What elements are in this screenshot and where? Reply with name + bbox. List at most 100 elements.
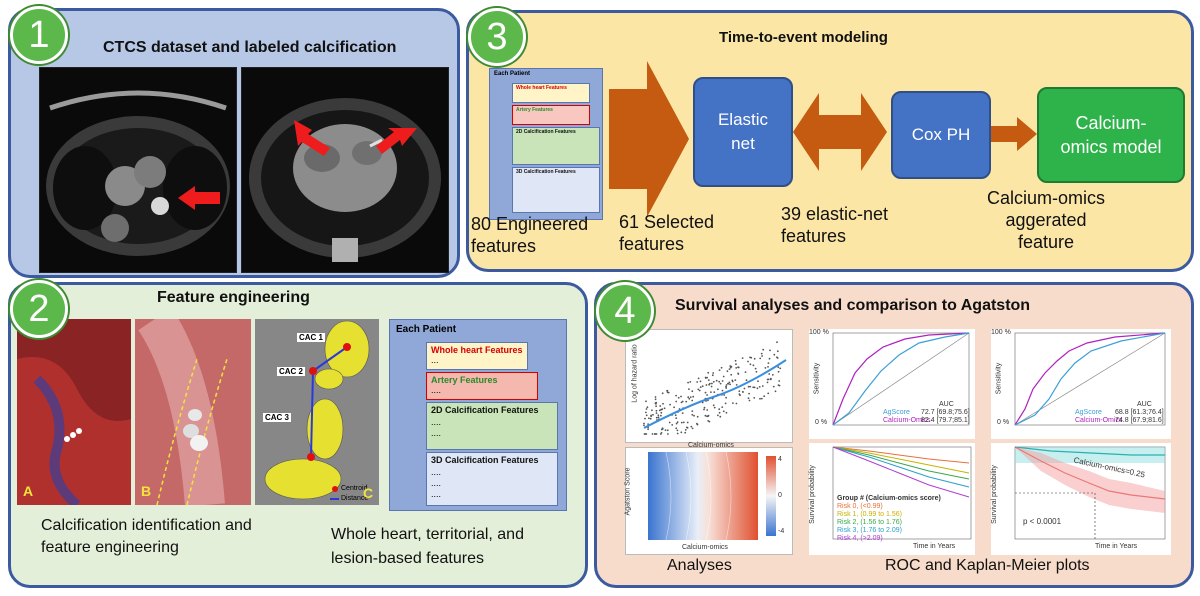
scatter-point [707, 414, 710, 417]
scatter-point [684, 429, 687, 431]
scatter-point [664, 429, 667, 431]
scatter-point [666, 429, 669, 432]
scatter-point [661, 392, 664, 395]
scatter-point [711, 382, 713, 385]
roc1-auc-header: AUC [939, 401, 954, 408]
scatter-point [680, 395, 682, 398]
roc1-ylabel: Sensitivity [813, 362, 821, 395]
panel4-badge: 4 [596, 282, 654, 340]
km1-group-0: Risk 0, (<0.99) [837, 503, 883, 510]
scatter-point [671, 424, 674, 426]
elastic-net-box: Elastic net [693, 77, 793, 187]
legend-centroid: Centroid [341, 485, 368, 492]
scatter-point [772, 385, 775, 388]
scatter-point [731, 380, 734, 383]
scatter-point [706, 409, 709, 411]
scatter-point [778, 384, 781, 387]
feature-card: Each Patient Whole heart Features ... Ar… [389, 319, 567, 511]
ct-image-right [241, 67, 449, 273]
scatter-point [666, 389, 669, 392]
scatter-point [776, 356, 778, 359]
scatter-point [692, 395, 695, 398]
scatter-point [673, 406, 675, 409]
km1-group-3: Risk 3, (1.76 to 2.09) [837, 527, 902, 534]
scatter-point [696, 381, 699, 383]
scatter-point [729, 366, 732, 369]
heatmap-scale-top: 4 [778, 456, 782, 463]
scatter-point [686, 426, 689, 429]
roc1-row1-name: AgScore [883, 409, 910, 416]
scatter-point [774, 390, 777, 393]
scatter-point [737, 366, 740, 369]
scatter-point [735, 363, 737, 365]
roc1-row2-name: Calcium-Omics [883, 417, 931, 424]
scatter-point [654, 396, 657, 398]
scatter-point [654, 402, 657, 404]
scatter-point [662, 402, 664, 405]
scatter-point [753, 386, 756, 389]
scatter-point [759, 357, 762, 360]
scatter-point [644, 417, 646, 420]
panel-ctcs-dataset: CTCS dataset and labeled calcification [8, 8, 460, 278]
tag-c: C [363, 485, 374, 501]
scatter-point [660, 414, 662, 417]
scatter-point [648, 417, 650, 420]
label-aggregated-feature: Calcium-omics aggerated feature [986, 188, 1105, 252]
scatter-point [721, 380, 724, 382]
scatter-point [675, 427, 678, 430]
scatter-point [658, 409, 661, 412]
panel1-title: CTCS dataset and labeled calcification [103, 39, 397, 56]
tag-a: A [23, 483, 34, 499]
roc1-ytick-top: 100 % [809, 329, 829, 336]
scatter-point [757, 380, 759, 383]
scatter-point [764, 367, 767, 369]
scatter-point [659, 433, 662, 435]
heatmap-scale-mid: 0 [778, 492, 782, 499]
ct-image-left [39, 67, 237, 273]
scatter-point [682, 421, 685, 424]
scatter-point [753, 397, 756, 399]
scatter-point [762, 348, 765, 351]
caption-analyses: Analyses [667, 557, 732, 574]
scatter-point [704, 377, 707, 379]
scatter-point [651, 433, 654, 435]
scatter-point [759, 397, 761, 400]
scatter-point [680, 421, 683, 424]
scatter-point [718, 408, 721, 411]
scatter-point [655, 405, 657, 408]
scatter-point [713, 391, 716, 393]
scatter-point [703, 408, 705, 411]
scatter-point [645, 433, 648, 435]
scatter-point [660, 411, 663, 414]
legend-distance: Distance [341, 495, 369, 502]
scatter-point [719, 415, 722, 418]
scatter-point [690, 425, 693, 428]
roc1-row2-value: 82.4 [79.7;85.1] [921, 417, 970, 424]
scatter-point [677, 396, 680, 399]
scatter-point [769, 378, 772, 381]
mini-feature-card: Each Patient Whole heart Features Artery… [489, 68, 603, 220]
scatter-ylabel: Log of hazard ratio [631, 344, 639, 403]
feature-item-2d: 2D Calcification Features .... .... [426, 402, 558, 450]
scatter-point [651, 409, 653, 412]
scatter-point [699, 386, 702, 388]
scatter-point [761, 385, 764, 387]
scatter-point [686, 421, 689, 424]
scatter-point [661, 408, 664, 411]
scatter-point [767, 392, 770, 395]
scatter-point [773, 353, 776, 356]
roc2-ytick-bottom: 0 % [997, 419, 1010, 426]
scatter-point [722, 410, 725, 413]
scatter-point [725, 411, 728, 414]
scatter-point [698, 389, 701, 392]
roc2-row2-value: 74.8 [67.9;81.6] [1115, 417, 1164, 424]
feature-item-3d: 3D Calcification Features .... .... .... [426, 452, 558, 506]
scatter-point [691, 390, 694, 393]
scatter-point [738, 393, 741, 395]
scatter-point [738, 390, 741, 392]
calcium-omics-model-box: Calcium- omics model [1037, 87, 1185, 183]
scatter-point [766, 381, 769, 384]
scatter-point [768, 357, 771, 360]
scatter-point [675, 422, 678, 425]
caption-identification: Calcification identification and feature… [41, 517, 252, 556]
